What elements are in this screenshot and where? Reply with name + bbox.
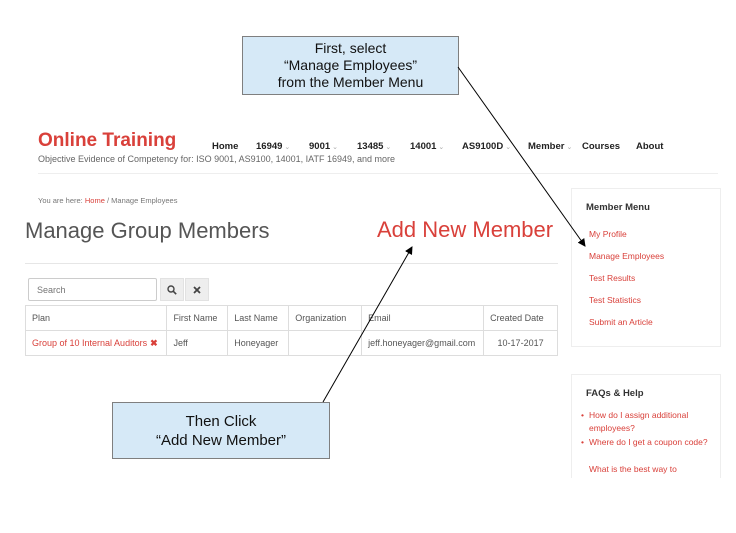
nav-home[interactable]: Home	[212, 141, 239, 152]
nav-14001[interactable]: 14001⌄	[410, 141, 445, 152]
column-header-last-name[interactable]: Last Name	[227, 305, 290, 331]
page-title: Manage Group Members	[25, 218, 270, 243]
column-header-first-name[interactable]: First Name	[166, 305, 229, 331]
search-button[interactable]	[160, 278, 184, 301]
breadcrumb-separator: /	[106, 196, 110, 205]
search-icon	[167, 284, 177, 295]
plan-cell: Group of 10 Internal Auditors✖	[24, 330, 168, 356]
nav-13485[interactable]: 13485⌄	[357, 141, 392, 152]
header-divider	[38, 173, 718, 174]
column-header-created-date[interactable]: Created Date	[483, 305, 558, 331]
breadcrumb: You are here: Home / Manage Employees	[38, 196, 177, 205]
breadcrumb-current: Manage Employees	[111, 196, 178, 205]
chevron-down-icon: ⌄	[284, 144, 291, 151]
breadcrumb-prefix: You are here:	[38, 196, 83, 205]
callout-line: Then Click	[185, 412, 257, 430]
members-table: Plan First Name Last Name Organization E…	[24, 305, 558, 356]
table-row: Group of 10 Internal Auditors✖ Jeff Hone…	[24, 330, 558, 356]
chevron-down-icon: ⌄	[566, 144, 573, 151]
column-header-organization[interactable]: Organization	[288, 305, 363, 331]
created-date-cell: 10-17-2017	[483, 330, 558, 356]
faq-panel: FAQs & Help How do I assign additional e…	[571, 374, 721, 478]
title-divider	[25, 263, 558, 264]
callout-line: from the Member Menu	[277, 74, 424, 90]
nav-as9100d[interactable]: AS9100D⌄	[462, 141, 512, 152]
clear-search-button[interactable]	[185, 278, 209, 301]
last-name-cell: Honeyager	[227, 330, 290, 356]
nav-9001[interactable]: 9001⌄	[309, 141, 339, 152]
faq-link[interactable]: What is the best way to	[589, 463, 714, 477]
chevron-down-icon: ⌄	[385, 144, 392, 151]
search-input[interactable]	[28, 278, 157, 301]
member-menu-title: Member Menu	[586, 202, 650, 213]
nav-member[interactable]: Member⌄	[528, 141, 573, 152]
callout-line: “Manage Employees”	[283, 57, 418, 73]
faq-link[interactable]: Where do I get a coupon code?	[581, 436, 714, 449]
column-header-email[interactable]: Email	[361, 305, 485, 331]
nav-about[interactable]: About	[636, 141, 664, 152]
first-name-cell: Jeff	[166, 330, 229, 356]
plan-link[interactable]: Group of 10 Internal Auditors	[32, 337, 148, 348]
member-menu-test-results[interactable]: Test Results	[589, 273, 636, 283]
faq-link[interactable]: How do I assign additional employees?	[581, 409, 714, 435]
nav-courses[interactable]: Courses	[582, 141, 621, 152]
member-menu-panel: Member Menu My Profile Manage Employees …	[571, 188, 721, 347]
remove-icon[interactable]: ✖	[150, 337, 158, 348]
faq-title: FAQs & Help	[586, 388, 644, 399]
chevron-down-icon: ⌄	[438, 144, 445, 151]
member-menu-manage-employees[interactable]: Manage Employees	[589, 251, 665, 261]
email-cell: jeff.honeyager@gmail.com	[361, 330, 485, 356]
chevron-down-icon: ⌄	[505, 144, 512, 151]
member-menu-submit-article[interactable]: Submit an Article	[589, 317, 653, 327]
instruction-callout-add-new-member: Then Click “Add New Member”	[112, 402, 330, 459]
add-new-member-link[interactable]: Add New Member	[377, 217, 554, 242]
callout-line: “Add New Member”	[155, 431, 287, 449]
chevron-down-icon: ⌄	[332, 144, 339, 151]
member-menu-test-statistics[interactable]: Test Statistics	[589, 295, 641, 305]
column-header-plan[interactable]: Plan	[24, 305, 168, 331]
table-header-row: Plan First Name Last Name Organization E…	[24, 305, 558, 331]
member-menu-my-profile[interactable]: My Profile	[589, 229, 627, 239]
organization-cell	[288, 330, 363, 356]
site-tagline: Objective Evidence of Competency for: IS…	[38, 154, 396, 164]
nav-16949[interactable]: 16949⌄	[256, 141, 291, 152]
breadcrumb-home-link[interactable]: Home	[84, 196, 105, 205]
close-icon	[193, 285, 201, 294]
callout-line: First, select	[314, 40, 387, 56]
site-logo[interactable]: Online Training	[38, 130, 177, 151]
instruction-callout-select-manage-employees: First, select “Manage Employees” from th…	[242, 36, 459, 95]
